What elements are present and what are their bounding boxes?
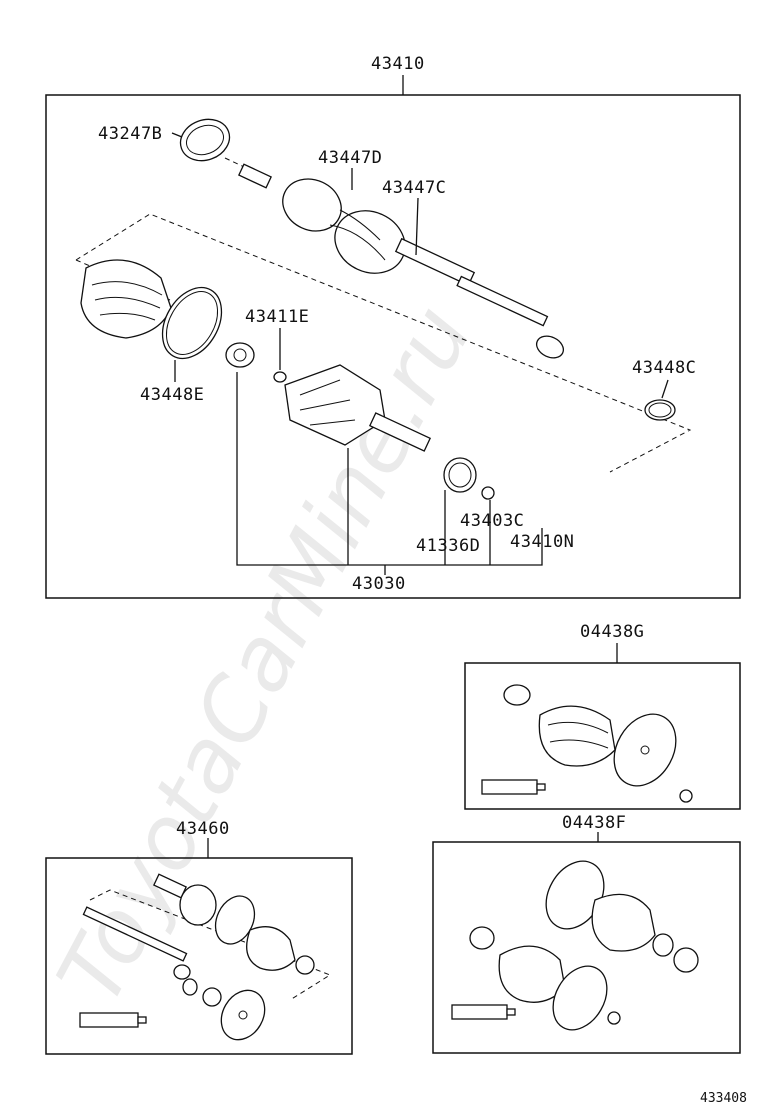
label-43447D[interactable]: 43447D bbox=[318, 148, 382, 168]
boot-clamp-43448E[interactable] bbox=[150, 277, 233, 369]
clip-43403C[interactable] bbox=[481, 486, 495, 500]
boot-kit-04438F-frame bbox=[432, 841, 741, 1054]
bracket-43030 bbox=[236, 372, 543, 566]
main-assembly-frame bbox=[45, 94, 741, 599]
boot-kit-04438G-frame bbox=[464, 662, 741, 810]
label-43247B[interactable]: 43247B bbox=[98, 124, 162, 144]
drive-shaft-assembly-group: 43410 43247B 43447D 43447C bbox=[45, 54, 741, 599]
label-04438F[interactable]: 04438F bbox=[562, 813, 626, 833]
outboard-assembly-43460-group: 43460 bbox=[45, 819, 353, 1055]
leader-43448C bbox=[661, 379, 669, 399]
outboard-assembly-43460-frame bbox=[45, 857, 353, 1055]
boot-kit-dashed-outline bbox=[75, 213, 692, 473]
boot-kit-04438F-group: 04438F bbox=[432, 813, 741, 1054]
label-43410[interactable]: 43410 bbox=[371, 54, 425, 74]
inboard-joint-housing[interactable] bbox=[284, 364, 432, 452]
boot-clamp-43448C[interactable] bbox=[644, 399, 676, 421]
outboard-assembly-43460-parts[interactable] bbox=[79, 873, 315, 1047]
inboard-boot[interactable] bbox=[80, 259, 172, 339]
label-43448E[interactable]: 43448E bbox=[140, 385, 204, 405]
label-43411E[interactable]: 43411E bbox=[245, 307, 309, 327]
label-43447C[interactable]: 43447C bbox=[382, 178, 446, 198]
tripod-joint[interactable] bbox=[225, 342, 287, 383]
label-43460[interactable]: 43460 bbox=[176, 819, 230, 839]
label-43448C[interactable]: 43448C bbox=[632, 358, 696, 378]
outboard-joint-shaft[interactable] bbox=[224, 157, 567, 362]
boot-kit-04438G-group: 04438G bbox=[464, 622, 741, 810]
label-41336D[interactable]: 41336D bbox=[416, 536, 480, 556]
boot-kit-04438F-parts[interactable] bbox=[451, 851, 699, 1040]
boot-kit-04438G-parts[interactable] bbox=[481, 684, 693, 803]
leader-43447C bbox=[415, 197, 419, 256]
snap-ring-43247B[interactable] bbox=[175, 113, 236, 168]
label-04438G[interactable]: 04438G bbox=[580, 622, 644, 642]
leader-43247B bbox=[171, 132, 183, 138]
diagram-id: 433408 bbox=[700, 1091, 747, 1106]
label-43030[interactable]: 43030 bbox=[352, 574, 406, 594]
label-43403C[interactable]: 43403C bbox=[460, 511, 524, 531]
watermark-text: ToyotaCarMine.ru bbox=[38, 289, 492, 1020]
snap-ring-41336D[interactable] bbox=[443, 457, 477, 493]
outboard-dashed-outline bbox=[89, 889, 332, 1001]
